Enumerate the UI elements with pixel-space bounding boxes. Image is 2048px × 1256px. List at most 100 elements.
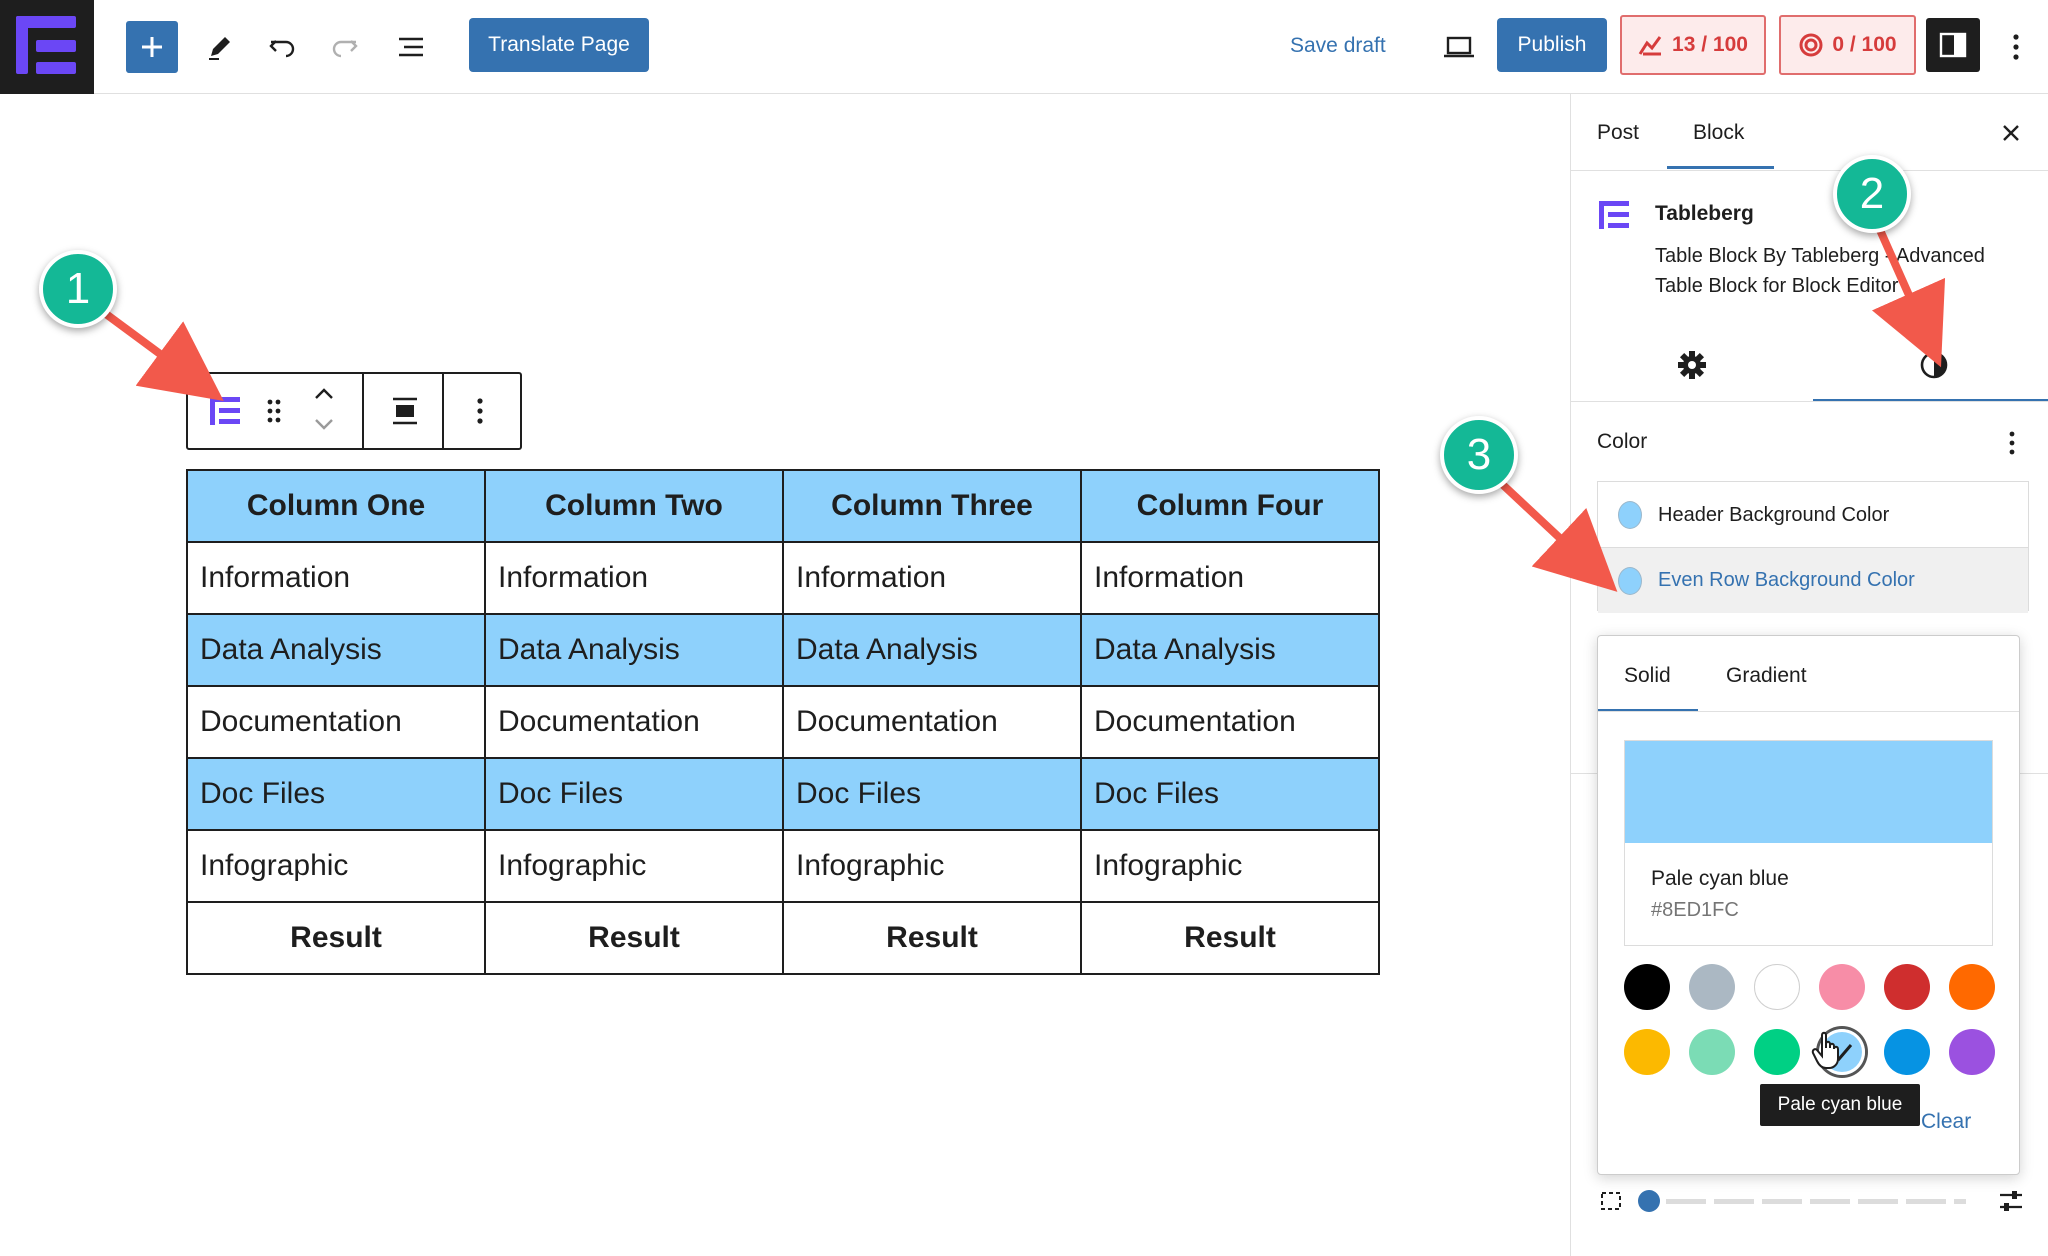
table-header-cell[interactable]: Column One bbox=[186, 469, 486, 543]
color-swatch-vivid-green-cyan[interactable] bbox=[1754, 1029, 1800, 1075]
table-cell[interactable]: Infographic bbox=[186, 829, 486, 903]
align-icon bbox=[393, 397, 417, 425]
color-swatch-vivid-cyan-blue[interactable] bbox=[1884, 1029, 1930, 1075]
table-header-cell[interactable]: Column Four bbox=[1080, 469, 1380, 543]
more-vertical-icon bbox=[2013, 34, 2019, 60]
publish-button[interactable]: Publish bbox=[1497, 18, 1607, 72]
color-swatch-cyan-bluish-gray[interactable] bbox=[1689, 964, 1735, 1010]
readability-score-button[interactable]: 0 / 100 bbox=[1779, 15, 1916, 75]
active-tab-indicator bbox=[1813, 399, 2048, 402]
add-block-button[interactable] bbox=[126, 21, 178, 73]
undo-button[interactable] bbox=[260, 25, 304, 69]
pen-icon bbox=[209, 37, 230, 60]
color-swatch-pale-pink[interactable] bbox=[1819, 964, 1865, 1010]
even-row-background-color-item[interactable]: Even Row Background Color bbox=[1598, 547, 2028, 613]
table-cell[interactable]: Data Analysis bbox=[782, 613, 1082, 687]
table-footer-cell[interactable]: Result bbox=[782, 901, 1082, 975]
color-swatch-luminous-vivid-orange[interactable] bbox=[1949, 964, 1995, 1010]
table-cell[interactable]: Infographic bbox=[1080, 829, 1380, 903]
block-type-button[interactable] bbox=[208, 394, 242, 428]
redo-button[interactable] bbox=[323, 25, 367, 69]
table-cell[interactable]: Doc Files bbox=[782, 757, 1082, 831]
preview-button[interactable] bbox=[1436, 24, 1482, 70]
spacing-unlink-button[interactable] bbox=[1597, 1188, 1625, 1214]
table-cell[interactable]: Infographic bbox=[782, 829, 1082, 903]
table-cell[interactable]: Data Analysis bbox=[484, 613, 784, 687]
table-footer-cell[interactable]: Result bbox=[1080, 901, 1380, 975]
color-options-button[interactable] bbox=[2002, 428, 2022, 458]
table-footer-cell[interactable]: Result bbox=[186, 901, 486, 975]
redo-icon bbox=[332, 40, 358, 58]
table-cell[interactable]: Doc Files bbox=[1080, 757, 1380, 831]
document-overview-button[interactable] bbox=[389, 25, 433, 69]
move-up-button[interactable] bbox=[312, 384, 336, 408]
color-swatch-vivid-purple[interactable] bbox=[1949, 1029, 1995, 1075]
drag-handle[interactable] bbox=[264, 396, 284, 426]
table-cell[interactable]: Information bbox=[484, 541, 784, 615]
table-cell[interactable]: Information bbox=[186, 541, 486, 615]
divider bbox=[1570, 401, 2048, 402]
table-cell[interactable]: Documentation bbox=[484, 685, 784, 759]
tools-button[interactable] bbox=[198, 25, 242, 69]
table-cell[interactable]: Data Analysis bbox=[1080, 613, 1380, 687]
color-swatch-luminous-vivid-amber[interactable] bbox=[1624, 1029, 1670, 1075]
seo-score-button[interactable]: 13 / 100 bbox=[1620, 15, 1766, 75]
color-hex-value[interactable]: #8ED1FC bbox=[1651, 899, 1739, 921]
custom-spacing-button[interactable] bbox=[1996, 1186, 2026, 1216]
color-picker-popover: Solid Gradient Pale cyan blue #8ED1FC Pa… bbox=[1597, 635, 2020, 1175]
color-swatch-black[interactable] bbox=[1624, 964, 1670, 1010]
close-sidebar-button[interactable] bbox=[1996, 118, 2026, 148]
table-cell[interactable]: Doc Files bbox=[186, 757, 486, 831]
table-cell[interactable]: Documentation bbox=[782, 685, 1082, 759]
table-cell[interactable]: Documentation bbox=[186, 685, 486, 759]
tab-block[interactable]: Block bbox=[1693, 121, 1745, 144]
table-row: Documentation Documentation Documentatio… bbox=[186, 685, 1380, 759]
color-preview-swatch bbox=[1625, 741, 1992, 843]
settings-tab[interactable] bbox=[1675, 348, 1709, 382]
move-down-button[interactable] bbox=[312, 414, 336, 438]
options-button[interactable] bbox=[1996, 25, 2036, 69]
translate-page-button[interactable]: Translate Page bbox=[469, 18, 649, 72]
tab-solid[interactable]: Solid bbox=[1624, 664, 1671, 687]
align-button[interactable] bbox=[388, 394, 422, 428]
add-icon bbox=[142, 37, 162, 57]
tableberg-table[interactable]: Column One Column Two Column Three Colum… bbox=[186, 469, 1380, 975]
save-draft-button[interactable]: Save draft bbox=[1290, 34, 1386, 57]
table-cell[interactable]: Information bbox=[1080, 541, 1380, 615]
table-cell[interactable]: Documentation bbox=[1080, 685, 1380, 759]
close-icon bbox=[2003, 125, 2019, 141]
color-swatch-vivid-red[interactable] bbox=[1884, 964, 1930, 1010]
header-background-color-item[interactable]: Header Background Color bbox=[1598, 482, 2028, 548]
settings-sidebar-toggle[interactable] bbox=[1926, 18, 1980, 72]
table-row: Information Information Information Info… bbox=[186, 541, 1380, 615]
clear-color-button[interactable]: Clear bbox=[1921, 1110, 1972, 1133]
toolbar-divider bbox=[362, 374, 364, 448]
spacing-slider[interactable] bbox=[1638, 1190, 1978, 1214]
hand-cursor-icon bbox=[1811, 1031, 1839, 1069]
slider-thumb[interactable] bbox=[1638, 1190, 1660, 1212]
color-swatch-white[interactable] bbox=[1754, 964, 1800, 1010]
color-item-label: Header Background Color bbox=[1658, 503, 1890, 526]
table-cell[interactable]: Information bbox=[782, 541, 1082, 615]
table-header-cell[interactable]: Column Two bbox=[484, 469, 784, 543]
settings-sliders-icon bbox=[2000, 1191, 2022, 1211]
tab-gradient[interactable]: Gradient bbox=[1726, 664, 1807, 687]
block-title: Tableberg bbox=[1655, 202, 1754, 225]
tableberg-icon bbox=[1599, 201, 1629, 229]
table-footer-cell[interactable]: Result bbox=[484, 901, 784, 975]
color-swatch-light-green-cyan[interactable] bbox=[1689, 1029, 1735, 1075]
annotation-badge-3: 3 bbox=[1440, 416, 1518, 494]
table-cell[interactable]: Infographic bbox=[484, 829, 784, 903]
color-swatch bbox=[1618, 566, 1642, 595]
toolbar-divider bbox=[442, 374, 444, 448]
more-vertical-icon bbox=[477, 398, 483, 424]
table-header-cell[interactable]: Column Three bbox=[782, 469, 1082, 543]
seo-icon bbox=[1638, 36, 1662, 56]
color-settings-list: Header Background Color Even Row Backgro… bbox=[1597, 481, 2029, 613]
block-options-button[interactable] bbox=[470, 394, 490, 428]
table-cell[interactable]: Doc Files bbox=[484, 757, 784, 831]
tab-post[interactable]: Post bbox=[1597, 121, 1640, 144]
annotation-badge-2: 2 bbox=[1833, 155, 1911, 233]
site-logo[interactable] bbox=[0, 0, 94, 94]
table-cell[interactable]: Data Analysis bbox=[186, 613, 486, 687]
